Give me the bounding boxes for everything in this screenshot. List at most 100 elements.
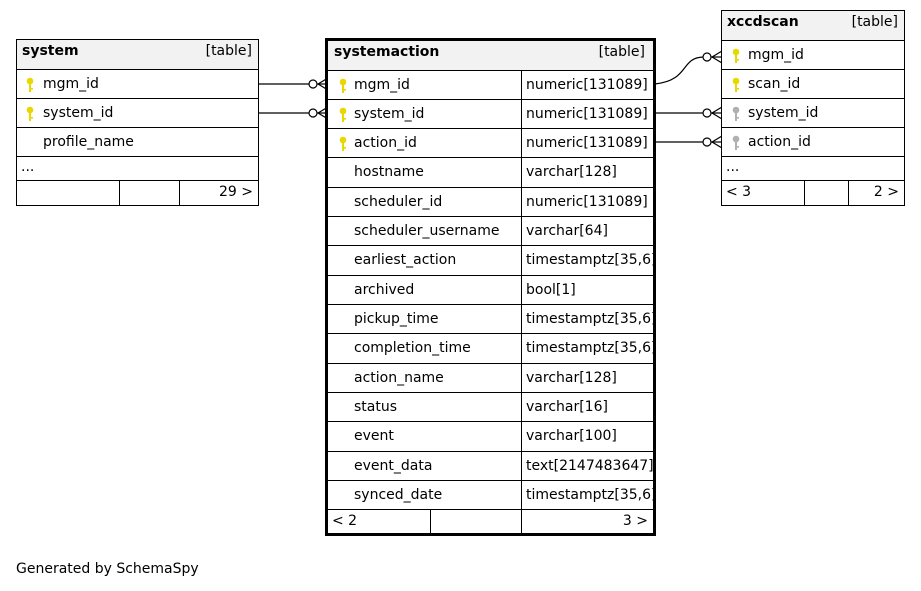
table-footer: < 2 3 > xyxy=(328,510,653,533)
column-name: status xyxy=(354,399,398,415)
column-type: varchar[100] xyxy=(521,422,617,451)
footer-divider xyxy=(430,510,431,533)
column-type: varchar[16] xyxy=(521,393,608,421)
column-type: timestamptz[35,6] xyxy=(521,305,656,333)
column-row[interactable]: system_id xyxy=(17,99,258,128)
column-row[interactable]: archived bool[1] xyxy=(328,276,653,305)
column-row[interactable]: system_id numeric[131089] xyxy=(328,100,653,129)
table-footer: 29 > xyxy=(17,181,258,205)
table-header: system [table] xyxy=(17,40,258,70)
column-type: numeric[131089] xyxy=(521,129,648,157)
table-systemaction[interactable]: systemaction [table] mgm_id numeric[1310… xyxy=(325,38,656,536)
table-name[interactable]: xccdscan xyxy=(727,14,799,30)
column-row[interactable]: hostname varchar[128] xyxy=(328,158,653,188)
column-name: completion_time xyxy=(354,340,471,356)
column-name: mgm_id xyxy=(43,76,99,92)
ellipsis-row: ... xyxy=(17,157,258,181)
column-row[interactable]: action_name varchar[128] xyxy=(328,364,653,393)
generated-by-note: Generated by SchemaSpy xyxy=(16,561,199,577)
primary-key-icon xyxy=(339,136,347,152)
primary-key-icon xyxy=(339,107,347,123)
column-name: system_id xyxy=(354,106,425,122)
column-name: action_id xyxy=(748,134,811,150)
column-type: varchar[128] xyxy=(521,158,617,187)
column-row[interactable]: profile_name xyxy=(17,128,258,157)
column-row[interactable]: system_id xyxy=(722,99,904,128)
crowfoot-marker xyxy=(711,106,723,114)
column-row[interactable]: earliest_action timestamptz[35,6] xyxy=(328,246,656,276)
column-row[interactable]: action_id xyxy=(722,128,904,157)
column-name: event xyxy=(354,428,394,444)
footer-divider xyxy=(119,181,120,205)
column-name: scan_id xyxy=(748,76,801,92)
column-name: action_name xyxy=(354,370,444,386)
column-row[interactable]: action_id numeric[131089] xyxy=(328,129,653,158)
table-header: xccdscan [table] xyxy=(722,11,904,41)
primary-key-icon xyxy=(732,77,740,93)
crowfoot-marker xyxy=(711,135,723,143)
footer-divider xyxy=(521,510,522,533)
children-link[interactable]: 29 > xyxy=(219,184,253,200)
column-row[interactable]: event varchar[100] xyxy=(328,422,653,452)
column-type: text[2147483647] xyxy=(521,452,654,480)
column-row[interactable]: scheduler_username varchar[64] xyxy=(328,217,653,246)
table-kind: [table] xyxy=(851,14,898,30)
zero-marker xyxy=(702,108,712,118)
column-name: scheduler_username xyxy=(354,223,500,239)
footer-divider xyxy=(804,181,805,205)
column-name: system_id xyxy=(43,105,114,121)
column-name: archived xyxy=(354,282,415,298)
primary-key-icon xyxy=(732,48,740,64)
column-type: varchar[64] xyxy=(521,217,608,245)
footer-divider xyxy=(179,181,180,205)
parents-link[interactable]: < 3 xyxy=(726,184,752,200)
foreign-key-icon xyxy=(732,106,740,122)
table-header: systemaction [table] xyxy=(328,41,653,71)
table-system[interactable]: system [table] mgm_id system_id profile_… xyxy=(16,39,259,206)
column-name: hostname xyxy=(354,164,424,180)
column-name: profile_name xyxy=(43,134,134,150)
crowfoot-marker xyxy=(711,50,723,58)
column-type: varchar[128] xyxy=(521,364,617,392)
column-row[interactable]: status varchar[16] xyxy=(328,393,653,422)
zero-marker xyxy=(702,137,712,147)
column-row[interactable]: completion_time timestamptz[35,6] xyxy=(328,334,656,364)
column-name: mgm_id xyxy=(748,47,804,63)
column-name: scheduler_id xyxy=(354,194,443,210)
table-kind: [table] xyxy=(205,43,252,59)
column-type: bool[1] xyxy=(521,276,576,304)
primary-key-icon xyxy=(26,106,34,122)
table-name[interactable]: systemaction xyxy=(334,44,440,60)
column-row[interactable]: mgm_id xyxy=(722,41,904,70)
column-type: numeric[131089] xyxy=(521,100,648,128)
column-type: timestamptz[35,6] xyxy=(521,334,656,363)
children-link[interactable]: 3 > xyxy=(622,513,648,529)
column-row[interactable]: pickup_time timestamptz[35,6] xyxy=(328,305,656,334)
parents-link[interactable]: < 2 xyxy=(332,513,358,529)
column-row[interactable]: synced_date timestamptz[35,6] xyxy=(328,481,656,510)
column-row[interactable]: event_data text[2147483647] xyxy=(328,452,654,481)
column-type: timestamptz[35,6] xyxy=(521,481,656,509)
column-name: action_id xyxy=(354,135,417,151)
zero-marker xyxy=(702,52,712,62)
table-name[interactable]: system xyxy=(22,43,79,59)
table-kind: [table] xyxy=(598,44,645,60)
more-columns-ellipsis: ... xyxy=(726,159,740,175)
column-row[interactable]: scheduler_id numeric[131089] xyxy=(328,188,653,217)
column-type: numeric[131089] xyxy=(521,188,648,216)
column-name: pickup_time xyxy=(354,311,439,327)
relationship-xccdscan-mgm-id xyxy=(654,56,704,85)
column-name: system_id xyxy=(748,105,819,121)
column-row[interactable]: scan_id xyxy=(722,70,904,99)
foreign-key-icon xyxy=(732,135,740,151)
table-footer: < 3 2 > xyxy=(722,181,904,205)
table-xccdscan[interactable]: xccdscan [table] mgm_id scan_id system_i… xyxy=(721,10,905,206)
column-row[interactable]: mgm_id numeric[131089] xyxy=(328,71,653,100)
column-name: event_data xyxy=(354,458,433,474)
column-name: synced_date xyxy=(354,487,443,503)
column-row[interactable]: mgm_id xyxy=(17,70,258,99)
children-link[interactable]: 2 > xyxy=(873,184,899,200)
more-columns-ellipsis: ... xyxy=(21,159,35,175)
footer-divider xyxy=(848,181,849,205)
zero-marker xyxy=(308,79,318,89)
